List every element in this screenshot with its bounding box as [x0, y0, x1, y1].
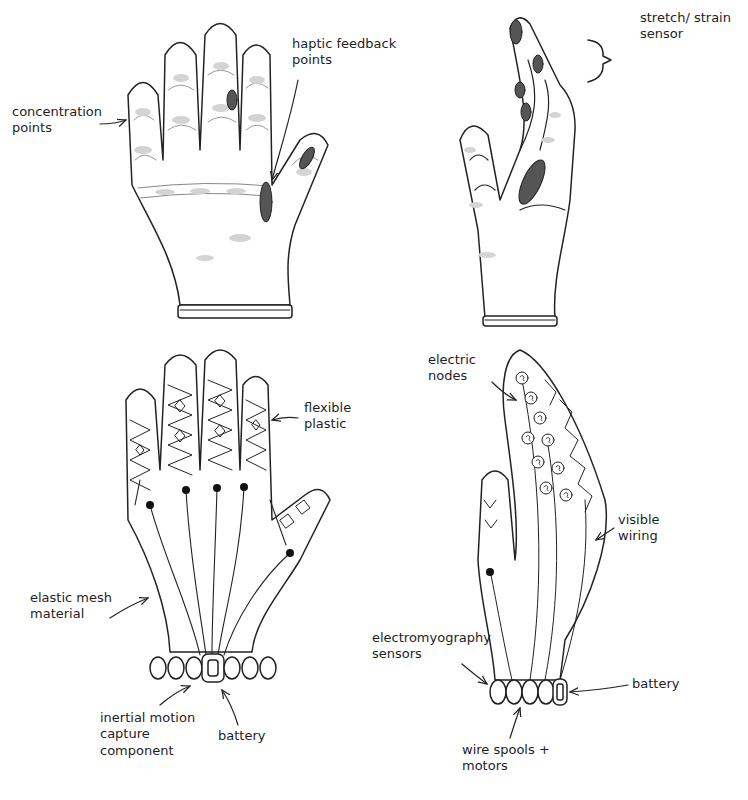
label-holder: concentration points	[12, 104, 104, 137]
part-label: inertial motion capture component	[100, 710, 210, 759]
label-holder: visible wiring	[618, 512, 690, 545]
sensor-bracket	[588, 40, 611, 82]
glove-bottom-right	[478, 350, 606, 705]
leader-lines	[100, 80, 628, 738]
glove-top-right	[460, 18, 611, 326]
label-holder: flexible plastic	[304, 400, 374, 433]
label-holder: electromyography sensors	[372, 630, 484, 663]
part-label: battery	[218, 728, 288, 744]
glove-bottom-left	[126, 350, 330, 682]
label-holder: battery	[632, 676, 702, 692]
glove-top-left	[128, 24, 328, 319]
part-label: visible wiring	[618, 512, 690, 545]
label-holder: stretch/ strain sensor	[640, 10, 736, 43]
part-label: electromyography sensors	[372, 630, 484, 663]
label-holder: battery	[218, 728, 288, 744]
label-holder: electric nodes	[428, 352, 498, 385]
label-holder: wire spools + motors	[462, 742, 558, 775]
label-holder: elastic mesh material	[30, 590, 116, 623]
part-label: concentration points	[12, 104, 104, 137]
part-label: elastic mesh material	[30, 590, 116, 623]
part-label: haptic feedback points	[292, 36, 404, 69]
part-label: stretch/ strain sensor	[640, 10, 736, 43]
part-label: battery	[632, 676, 702, 692]
label-holder: inertial motion capture component	[100, 710, 210, 759]
label-holder: haptic feedback points	[292, 36, 404, 69]
part-label: flexible plastic	[304, 400, 374, 433]
part-label: electric nodes	[428, 352, 498, 385]
part-label: wire spools + motors	[462, 742, 558, 775]
